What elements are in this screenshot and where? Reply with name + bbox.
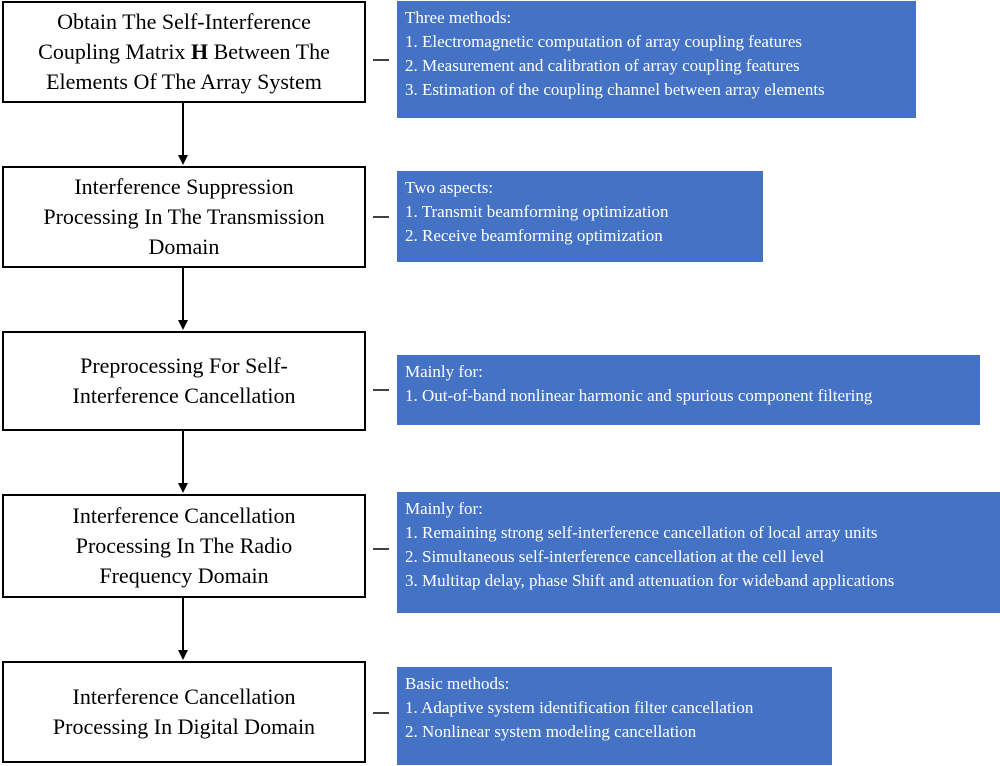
note-preprocessing: Mainly for: 1. Out-of-band nonlinear har… [397,355,980,425]
step-2-title-line-1: Interference Suppression [74,174,294,199]
note-4-item-2: 2. Simultaneous self-interference cancel… [405,547,825,566]
note-5-heading: Basic methods: [405,674,510,693]
note-digital: Basic methods: 1. Adaptive system identi… [397,667,832,765]
step-1-title-line-2a: Coupling Matrix [38,39,191,64]
step-digital-cancellation: Interference Cancellation Processing In … [2,661,366,763]
step-preprocessing: Preprocessing For Self- Interference Can… [2,331,366,431]
step-3-title-line-2: Interference Cancellation [72,383,296,408]
step-1-title-line-1: Obtain The Self-Interference [57,9,311,34]
note-1-heading: Three methods: [405,8,512,27]
note-methods: Three methods: 1. Electromagnetic comput… [397,1,916,118]
note-1-item-3: 3. Estimation of the coupling channel be… [405,80,825,99]
step-transmission-suppression: Interference Suppression Processing In T… [2,166,366,268]
note-1-item-1: 1. Electromagnetic computation of array … [405,32,802,51]
step-5-title: Interference Cancellation Processing In … [47,682,321,742]
note-4-item-3: 3. Multitap delay, phase Shift and atten… [405,571,895,590]
note-2-item-1: 1. Transmit beamforming optimization [405,202,669,221]
note-3-item-1: 1. Out-of-band nonlinear harmonic and sp… [405,386,873,405]
note-1-item-2: 2. Measurement and calibration of array … [405,56,800,75]
note-2-item-2: 2. Receive beamforming optimization [405,226,663,245]
step-5-title-line-2: Processing In Digital Domain [52,714,316,739]
matrix-symbol: H [190,39,209,64]
note-4-item-1: 1. Remaining strong self-interference ca… [405,523,878,542]
note-rf: Mainly for: 1. Remaining strong self-int… [397,492,1000,613]
step-4-title-line-3: Frequency Domain [99,563,269,588]
note-4-heading: Mainly for: [405,499,483,518]
step-4-title-line-2: Processing In The Radio [75,533,293,558]
step-3-title-line-1: Preprocessing For Self- [80,353,288,378]
step-2-title-line-3: Domain [148,234,220,259]
step-obtain-coupling-matrix: Obtain The Self-Interference Coupling Ma… [2,1,366,103]
note-3-heading: Mainly for: [405,362,483,381]
step-1-title-line-2b: Between The [208,39,330,64]
step-2-title-line-2: Processing In The Transmission [43,204,325,229]
step-2-title: Interference Suppression Processing In T… [37,172,330,262]
step-5-title-line-1: Interference Cancellation [72,684,296,709]
note-aspects: Two aspects: 1. Transmit beamforming opt… [397,171,763,262]
step-1-title: Obtain The Self-Interference Coupling Ma… [32,7,336,97]
step-rf-cancellation: Interference Cancellation Processing In … [2,494,366,598]
note-5-item-1: 1. Adaptive system identification filter… [405,698,754,717]
step-4-title-line-1: Interference Cancellation [72,503,296,528]
note-5-item-2: 2. Nonlinear system modeling cancellatio… [405,722,697,741]
step-1-title-line-3: Elements Of The Array System [46,69,322,94]
step-4-title: Interference Cancellation Processing In … [67,501,302,591]
step-3-title: Preprocessing For Self- Interference Can… [67,351,302,411]
note-2-heading: Two aspects: [405,178,494,197]
